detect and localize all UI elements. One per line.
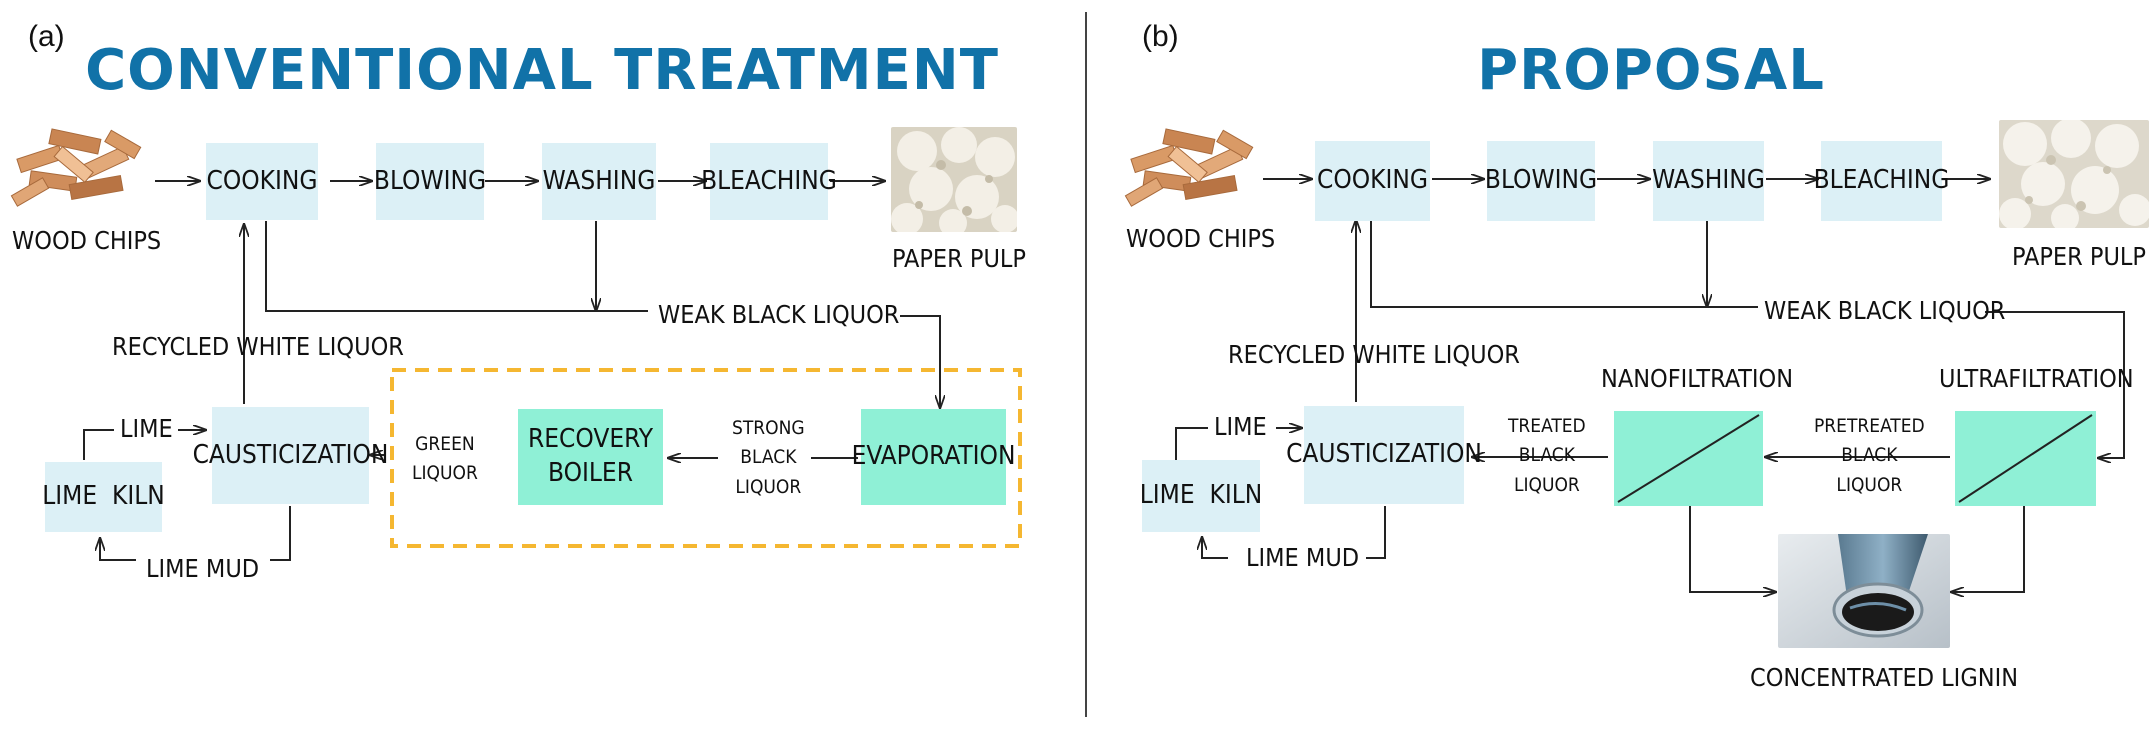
wood-chips-photo [10, 122, 146, 210]
line-lime [83, 429, 114, 460]
nanofiltration-membrane-icon [1614, 411, 1763, 506]
causticization-box-b: CAUSTICIZATION [1286, 406, 1482, 504]
green-liquor-line-1: GREEN [415, 433, 475, 455]
arrow-nf-to-lignin [1689, 506, 1776, 592]
strong-black-liquor-label: STRONG BLACK LIQUOR [732, 414, 805, 502]
paper-pulp-photo-b [1999, 120, 2149, 228]
treated-black-liquor-line-1: TREATED [1508, 415, 1586, 437]
ultrafiltration-membrane-icon [1955, 411, 2096, 506]
concentrated-lignin-photo [1778, 534, 1950, 648]
blowing-box: BLOWING [374, 143, 486, 220]
line-lime-mud-b [1366, 506, 1386, 559]
recovery-boiler-box: RECOVERY BOILER [518, 409, 663, 505]
panel-letter-b: (b) [1142, 20, 1179, 53]
treated-black-liquor-label: TREATED BLACK LIQUOR [1508, 412, 1586, 500]
arrow-mud-to-kiln [100, 538, 136, 561]
line-lime-b [1175, 427, 1208, 460]
lime-mud-label: LIME MUD [146, 554, 260, 583]
weak-black-liquor-label-b: WEAK BLACK LIQUOR [1764, 296, 2006, 325]
arrow-weak-liquor-to-uf [1985, 311, 2125, 458]
wood-chips-label-b: WOOD CHIPS [1126, 224, 1276, 253]
strong-black-liquor-line-2: BLACK [740, 446, 797, 469]
evaporation-box: EVAPORATION [852, 409, 1015, 505]
lime-kiln-box: LIME KILN [42, 462, 165, 532]
paper-pulp-label-b: PAPER PULP [2012, 242, 2146, 271]
panel-title-b: PROPOSAL [1477, 38, 1825, 103]
lime-label-b: LIME [1214, 412, 1267, 441]
panel-divider [1085, 12, 1087, 717]
pretreated-black-liquor-label: PRETREATED BLACK LIQUOR [1814, 412, 1925, 500]
pretreated-black-liquor-line-2: BLACK [1841, 444, 1898, 467]
paper-pulp-photo [891, 127, 1017, 232]
lime-mud-label-b: LIME MUD [1246, 543, 1360, 572]
arrow-mud-to-kiln-b [1202, 537, 1228, 559]
treated-black-liquor-line-3: LIQUOR [1513, 473, 1580, 496]
strong-black-liquor-line-3: LIQUOR [735, 475, 802, 498]
strong-black-liquor-line-1: STRONG [732, 417, 805, 439]
weak-black-liquor-label: WEAK BLACK LIQUOR [658, 300, 900, 329]
pretreated-black-liquor-line-1: PRETREATED [1814, 415, 1925, 437]
green-liquor-line-2: LIQUOR [412, 462, 478, 485]
panel-letter: (a) [28, 20, 65, 53]
panel-title: CONVENTIONAL TREATMENT [85, 38, 999, 103]
wood-chips-photo-b [1124, 122, 1256, 210]
arrow-weak-liquor-to-evaporation [900, 315, 940, 408]
lime-kiln-box-b: LIME KILN [1140, 460, 1262, 532]
pretreated-black-liquor-line-3: LIQUOR [1836, 473, 1903, 496]
bleaching-box: BLEACHING [701, 143, 837, 220]
causticization-box: CAUSTICIZATION [193, 407, 388, 504]
recovery-boiler-line-2: BOILER [548, 458, 633, 488]
line-lime-mud [270, 506, 291, 561]
blowing-box-b: BLOWING [1485, 141, 1597, 221]
paper-pulp-label: PAPER PULP [892, 244, 1026, 273]
washing-box-b: WASHING [1652, 141, 1765, 221]
recovery-boiler-line-1: RECOVERY [528, 424, 653, 455]
ultrafiltration-label: ULTRAFILTRATION [1939, 364, 2134, 393]
treated-black-liquor-line-2: BLACK [1518, 444, 1575, 467]
arrow-uf-to-lignin [1951, 506, 2025, 592]
lime-label: LIME [120, 414, 173, 443]
recycled-white-liquor-label: RECYCLED WHITE LIQUOR [112, 332, 404, 361]
cooking-box-b: COOKING [1315, 141, 1430, 221]
cooking-box: COOKING [206, 143, 318, 220]
line-cooking-weak-liquor-b [1370, 221, 1758, 308]
bleaching-box-b: BLEACHING [1814, 141, 1949, 221]
nanofiltration-label: NANOFILTRATION [1601, 364, 1794, 393]
concentrated-lignin-label: CONCENTRATED LIGNIN [1750, 663, 2019, 692]
washing-box: WASHING [542, 143, 656, 220]
recycled-white-liquor-label-b: RECYCLED WHITE LIQUOR [1228, 340, 1520, 369]
conventional-recovery-outline [390, 368, 1022, 548]
wood-chips-label: WOOD CHIPS [12, 226, 162, 255]
line-cooking-weak-liquor [265, 221, 648, 312]
green-liquor-label: GREEN LIQUOR [412, 430, 478, 489]
